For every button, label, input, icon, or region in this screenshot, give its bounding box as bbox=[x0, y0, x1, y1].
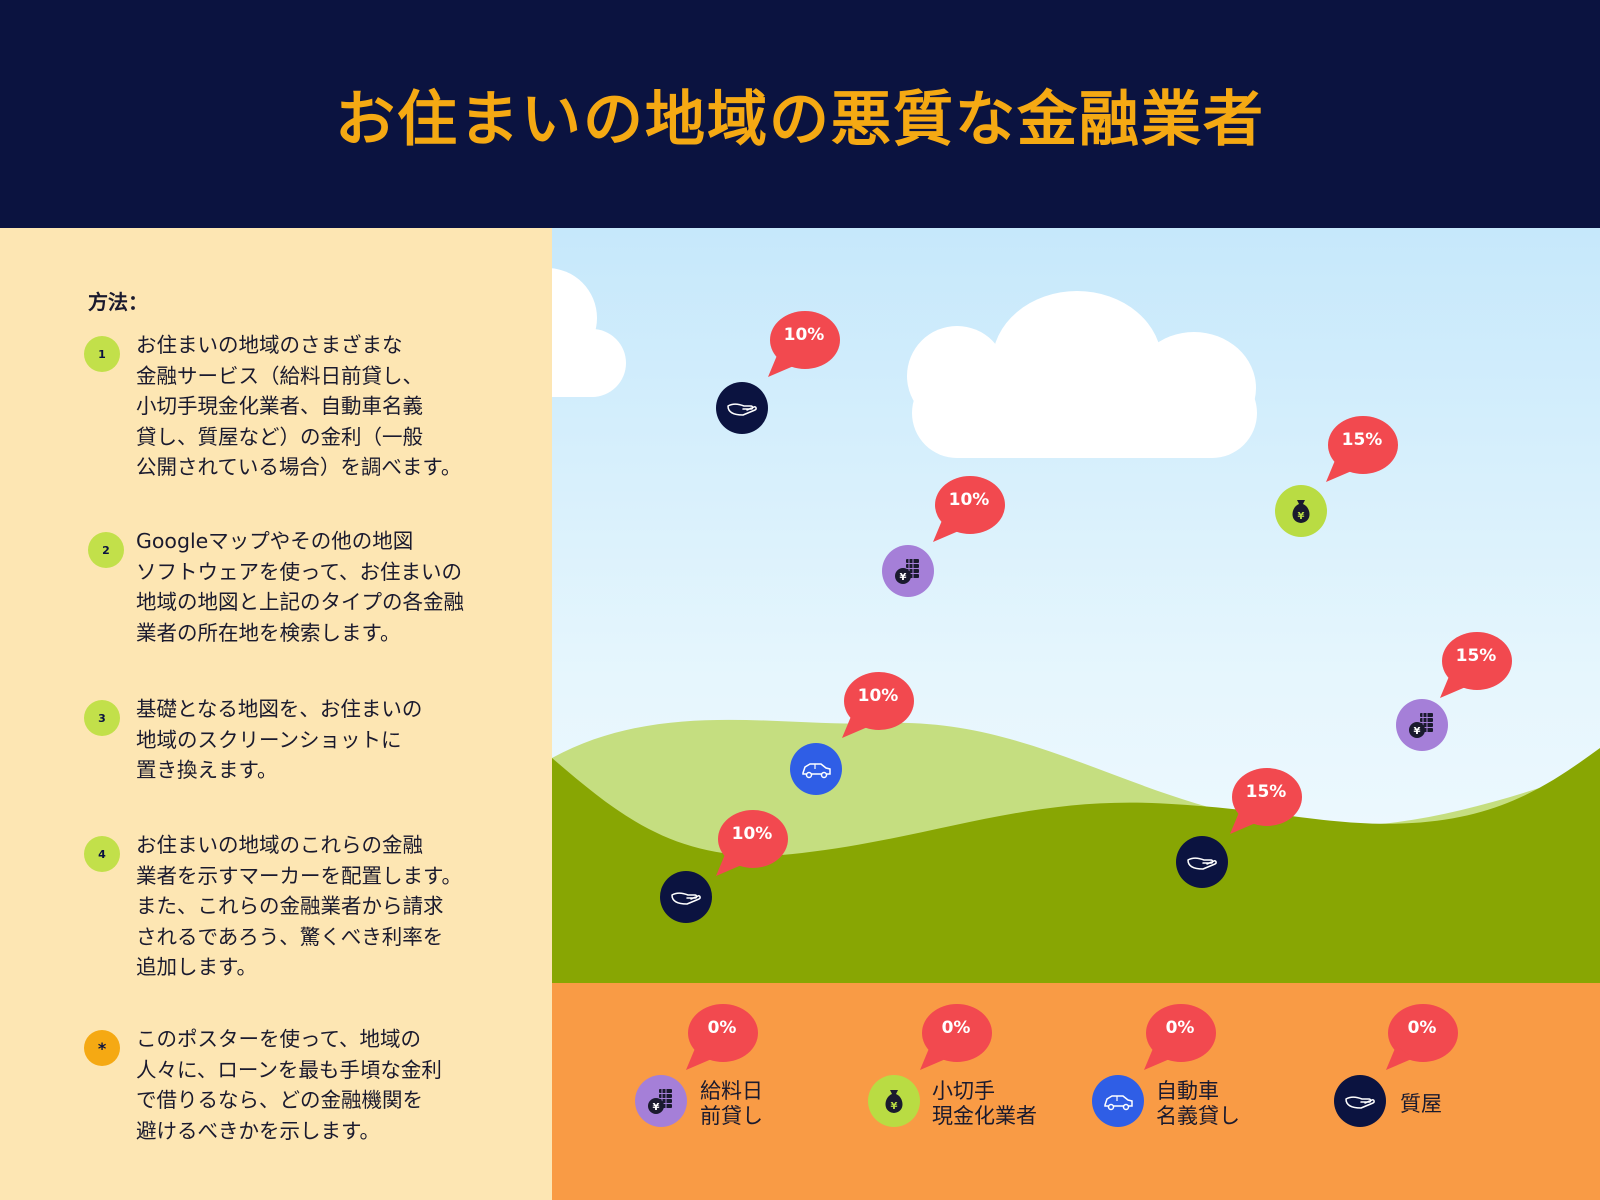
rate-bubble: 10% bbox=[933, 476, 1005, 542]
car-icon bbox=[802, 763, 831, 779]
car-icon bbox=[1104, 1095, 1133, 1111]
rate-bubble: 0% bbox=[1386, 1004, 1458, 1070]
rate-text: 15% bbox=[1245, 782, 1287, 802]
hand-icon bbox=[1187, 857, 1217, 870]
rate-text: 0% bbox=[941, 1018, 971, 1038]
method-heading: 方法： bbox=[88, 290, 148, 314]
rate-bubble: 0% bbox=[686, 1004, 758, 1070]
header: お住まいの地域の悪質な金融業者 bbox=[0, 0, 1600, 228]
step-text: このポスターを使って、地域の 人々に、ローンを最も手頃な金利 で借りるなら、どの… bbox=[136, 1027, 442, 1143]
asterisk-badge: * bbox=[84, 1030, 120, 1066]
money-bag-icon: ¥ bbox=[1292, 500, 1310, 523]
legend-label-car: 自動車 名義貸し bbox=[1156, 1079, 1240, 1128]
map-marker-check[interactable]: ¥ bbox=[1275, 485, 1327, 537]
rate-bubble: 10% bbox=[842, 672, 914, 738]
cloud-small bbox=[552, 268, 626, 397]
step-number: 1 bbox=[84, 336, 120, 372]
map-marker-loan[interactable]: ¥ bbox=[1396, 699, 1448, 751]
money-bag-icon: ¥ bbox=[885, 1090, 903, 1113]
legend-label-loan: 給料日 前貸し bbox=[700, 1079, 763, 1128]
rate-text: 0% bbox=[1407, 1018, 1437, 1038]
page-title: お住まいの地域の悪質な金融業者 bbox=[335, 84, 1265, 155]
rate-bubble: 15% bbox=[1440, 632, 1512, 698]
svg-text:¥: ¥ bbox=[1414, 726, 1421, 737]
map-marker-pawn[interactable] bbox=[716, 382, 768, 434]
rate-bubble: 10% bbox=[768, 311, 840, 377]
hand-icon bbox=[671, 892, 701, 905]
rate-text: 10% bbox=[857, 686, 899, 706]
landscape-illustration bbox=[552, 268, 1600, 983]
rate-text: 10% bbox=[731, 824, 773, 844]
svg-text:¥: ¥ bbox=[900, 572, 907, 583]
rate-text: 15% bbox=[1455, 646, 1497, 666]
hand-icon bbox=[727, 403, 757, 416]
step-text: お住まいの地域のさまざまな 金融サービス（給料日前貸し、 小切手現金化業者、自動… bbox=[136, 333, 462, 479]
svg-text:¥: ¥ bbox=[653, 1102, 660, 1113]
coins-yen-icon: ¥ bbox=[1409, 713, 1433, 738]
hand-icon bbox=[1345, 1096, 1375, 1109]
cloud-large bbox=[907, 291, 1257, 458]
map-marker-loan[interactable]: ¥ bbox=[882, 545, 934, 597]
rate-text: 10% bbox=[783, 325, 825, 345]
map-marker-pawn[interactable] bbox=[1176, 836, 1228, 888]
rate-text: 10% bbox=[948, 490, 990, 510]
coins-yen-icon: ¥ bbox=[648, 1089, 672, 1114]
rate-bubble: 15% bbox=[1326, 416, 1398, 482]
legend-label-pawn: 質屋 bbox=[1400, 1092, 1442, 1116]
step-text: Googleマップやその他の地図 ソフトウェアを使って、お住まいの 地域の地図と… bbox=[136, 529, 464, 645]
legend-marker-loan[interactable]: ¥ bbox=[635, 1075, 687, 1127]
rate-bubble: 10% bbox=[716, 810, 788, 876]
step-text: 基礎となる地図を、お住まいの 地域のスクリーンショットに 置き換えます。 bbox=[136, 697, 423, 782]
legend-label-check: 小切手 現金化業者 bbox=[932, 1079, 1037, 1128]
step-number: 2 bbox=[88, 532, 124, 568]
svg-text:¥: ¥ bbox=[891, 1101, 898, 1112]
legend-marker-pawn[interactable] bbox=[1334, 1075, 1386, 1127]
rate-text: 15% bbox=[1341, 430, 1383, 450]
map-scene bbox=[552, 228, 1600, 983]
rate-bubble: 0% bbox=[1144, 1004, 1216, 1070]
map-marker-car[interactable] bbox=[790, 743, 842, 795]
rate-text: 0% bbox=[1165, 1018, 1195, 1038]
legend-marker-check[interactable]: ¥ bbox=[868, 1075, 920, 1127]
method-panel: 方法： 1 お住まいの地域のさまざまな 金融サービス（給料日前貸し、 小切手現金… bbox=[0, 228, 552, 1200]
map-marker-pawn[interactable] bbox=[660, 871, 712, 923]
step-number: 4 bbox=[84, 836, 120, 872]
step-text: お住まいの地域のこれらの金融 業者を示すマーカーを配置します。 また、これらの金… bbox=[136, 833, 462, 979]
rate-bubble: 15% bbox=[1230, 768, 1302, 834]
step-number: 3 bbox=[84, 700, 120, 736]
svg-text:¥: ¥ bbox=[1298, 511, 1305, 522]
legend-marker-car[interactable] bbox=[1092, 1075, 1144, 1127]
rate-bubble: 0% bbox=[920, 1004, 992, 1070]
coins-yen-icon: ¥ bbox=[895, 559, 919, 584]
rate-text: 0% bbox=[707, 1018, 737, 1038]
